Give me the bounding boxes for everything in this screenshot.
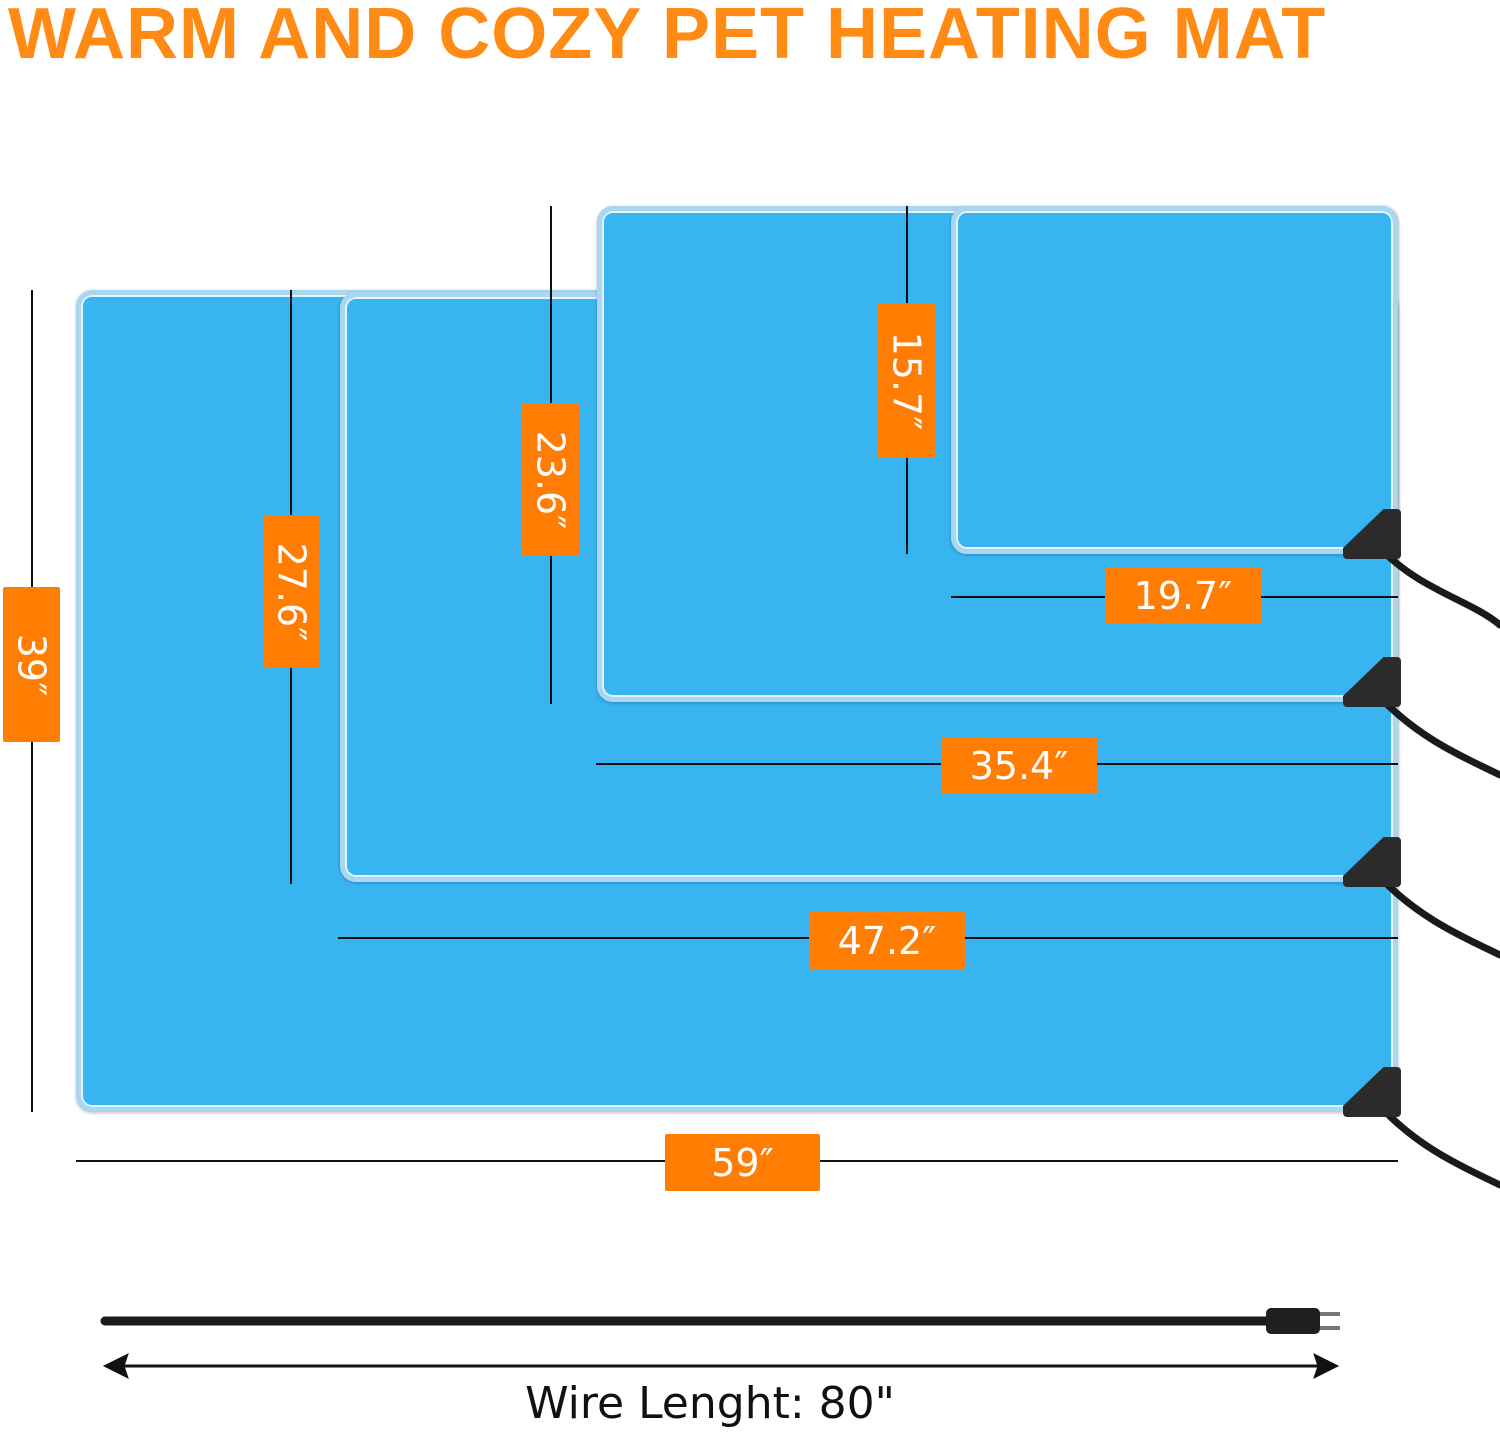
height-badge-extra-small: 15.7″ <box>878 303 935 458</box>
power-cable <box>1376 544 1500 629</box>
mat-extra-small <box>951 206 1398 554</box>
power-cable <box>1376 1102 1500 1189</box>
height-badge-large: 39″ <box>3 587 60 742</box>
width-badge-large: 59″ <box>665 1134 820 1191</box>
wire-length-label: Wire Lenght: 80" <box>525 1378 895 1429</box>
width-badge-small: 35.4″ <box>941 737 1097 794</box>
height-badge-small: 23.6″ <box>522 403 579 556</box>
width-badge-medium: 47.2″ <box>809 912 965 969</box>
width-badge-extra-small: 19.7″ <box>1105 567 1261 624</box>
power-cable <box>1376 693 1500 779</box>
page-title: WARM AND COZY PET HEATING MAT <box>8 0 1327 74</box>
wire-length-arrow <box>102 1353 1340 1379</box>
height-badge-medium: 27.6″ <box>263 515 320 668</box>
plug-icon <box>1266 1308 1340 1334</box>
power-cable <box>1376 873 1500 959</box>
